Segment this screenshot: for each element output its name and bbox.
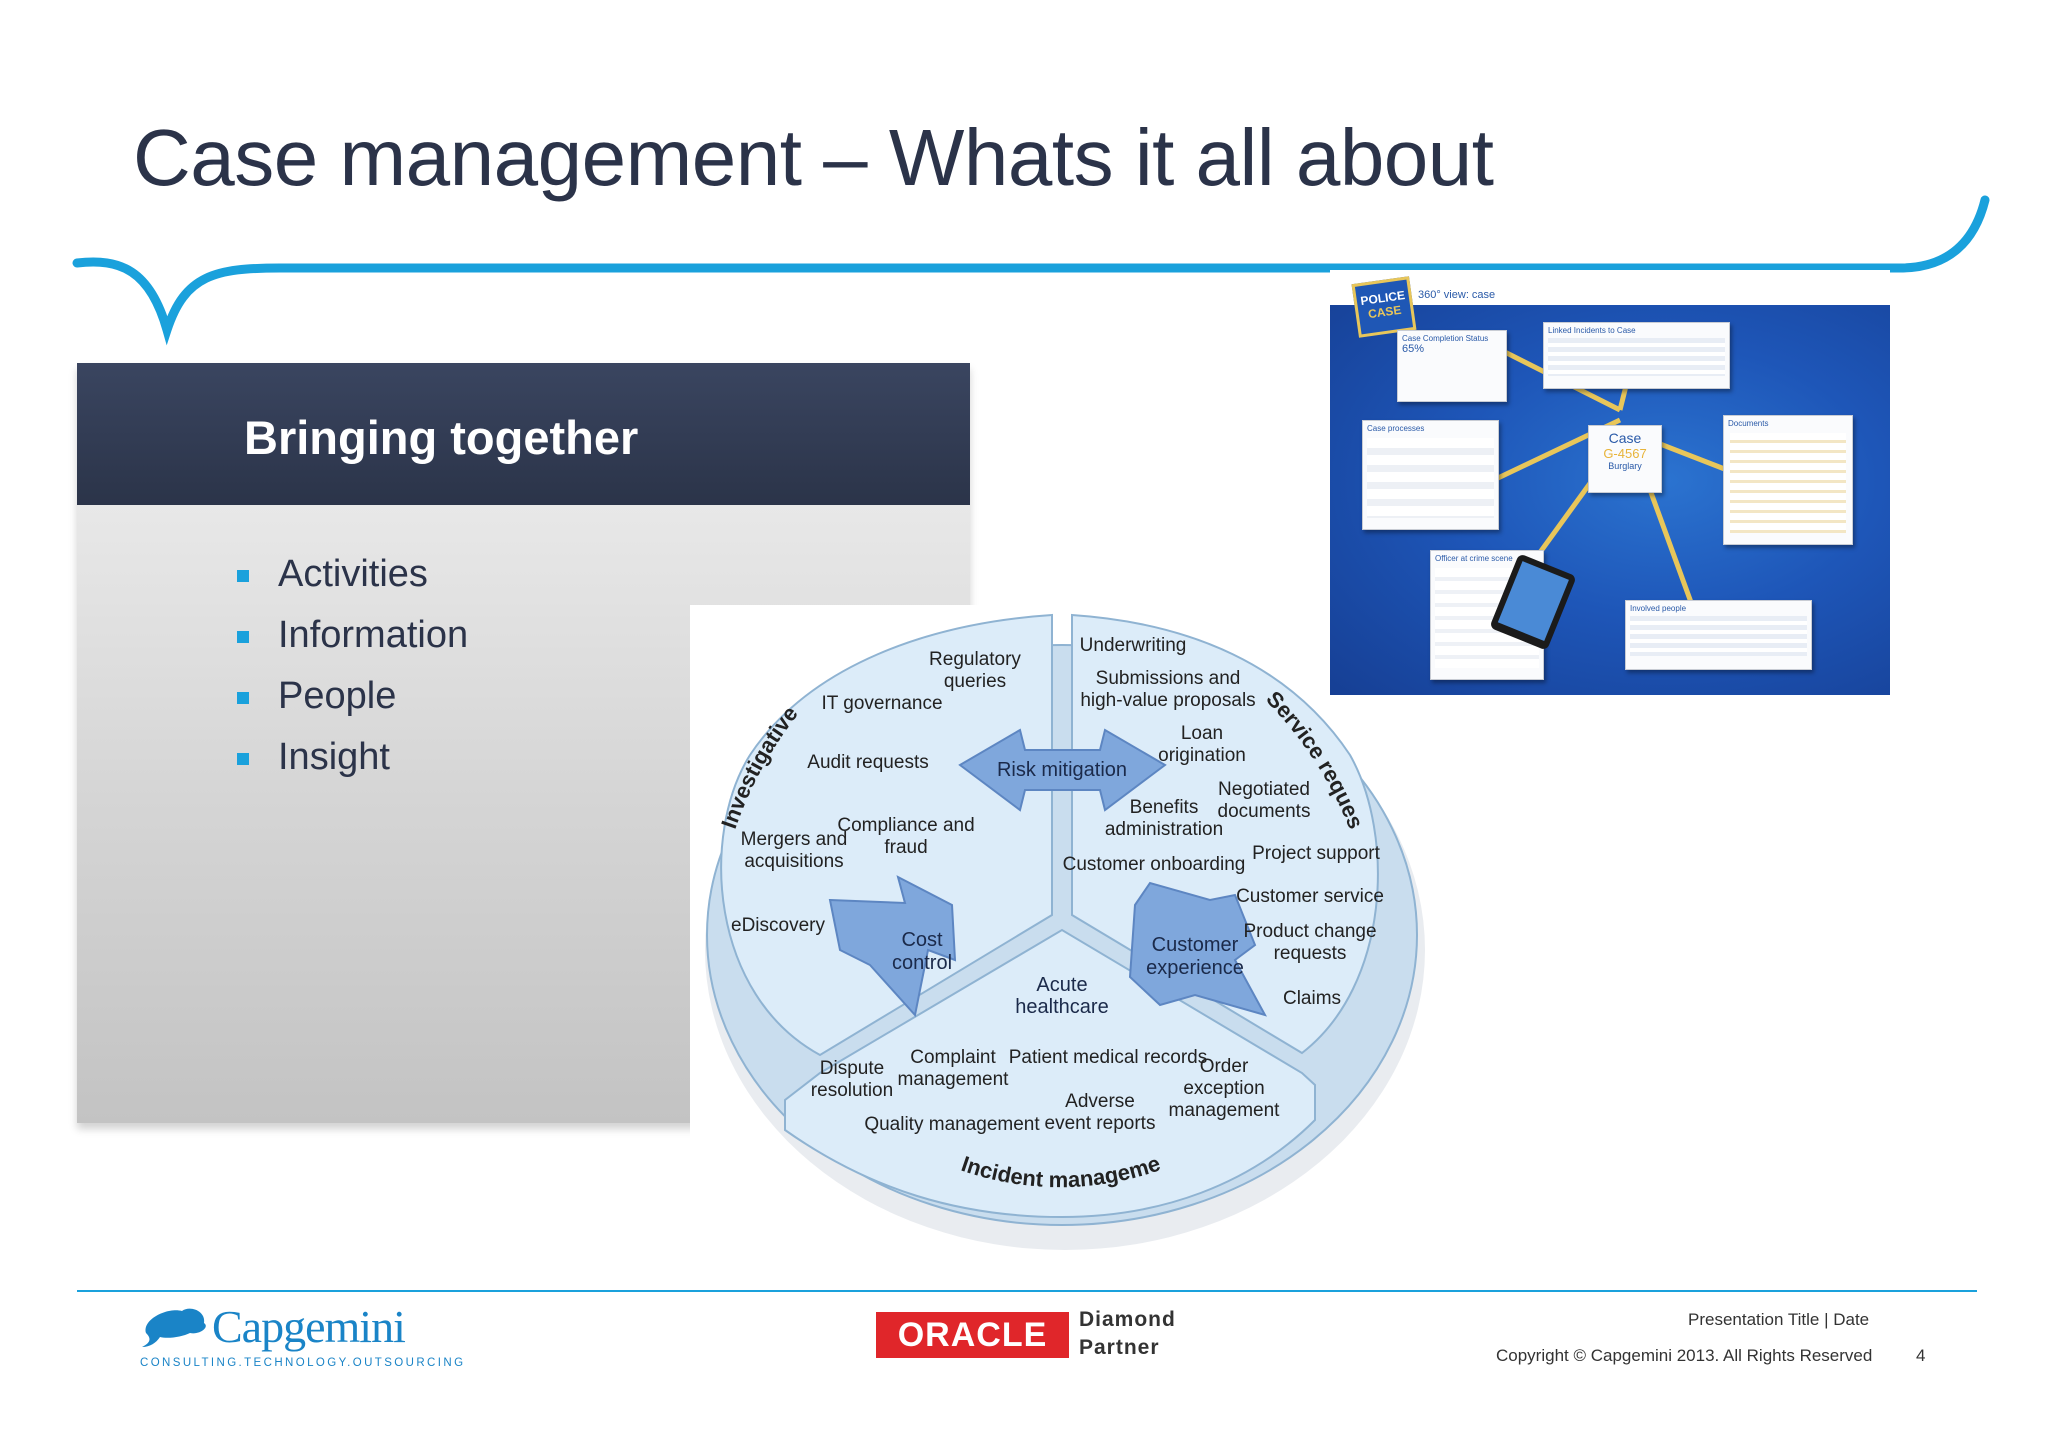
label-patient-medical-records: Patient medical records [1009, 1047, 1208, 1068]
oracle-partner-level: Diamond [1079, 1308, 1176, 1331]
bullet-marker [237, 753, 249, 765]
case-processes-list [1367, 438, 1494, 518]
label-ediscovery: eDiscovery [731, 915, 825, 936]
involved-people-table [1630, 616, 1807, 656]
label-administration: administration [1105, 819, 1223, 840]
bullet-activities: Activities [278, 553, 428, 595]
footer-divider [77, 1290, 1977, 1292]
view-title: 360° view: case [1418, 289, 1496, 301]
documents-tree [1730, 433, 1846, 533]
bullet-marker [237, 570, 249, 582]
label-customer-onboarding: Customer onboarding [1063, 854, 1246, 875]
label-loan: Loan [1181, 723, 1223, 744]
hub-label-experience: experience [1146, 957, 1244, 979]
hub-label-healthcare: healthcare [1015, 996, 1108, 1018]
hub-risk-mitigation [958, 728, 1167, 812]
label-order-management: management [1169, 1100, 1281, 1121]
oracle-partner-label: Partner [1079, 1336, 1160, 1359]
involved-people-title: Involved people [1630, 604, 1687, 613]
label-order: Order [1200, 1056, 1249, 1077]
capgemini-spade-icon [142, 1308, 206, 1347]
case-processes-card: Case processes [1362, 420, 1499, 530]
label-exception: exception [1183, 1078, 1264, 1099]
oracle-logo-box [876, 1312, 1069, 1358]
label-event-reports: event reports [1045, 1113, 1156, 1134]
bullet-information: Information [278, 614, 469, 656]
documents-title: Documents [1728, 419, 1769, 428]
label-adverse: Adverse [1065, 1091, 1135, 1112]
presentation-title-date: Presentation Title | Date [1688, 1310, 1870, 1329]
bullet-marker [237, 631, 249, 643]
bullet-marker [237, 692, 249, 704]
label-submissions: Submissions and [1096, 668, 1241, 689]
label-customer-service: Customer service [1236, 886, 1384, 907]
copyright-notice: Copyright © Capgemini 2013. All Rights R… [1496, 1346, 1873, 1365]
label-high-value-proposals: high-value proposals [1080, 690, 1255, 711]
case-id: G-4567 [1603, 446, 1647, 461]
label-queries: queries [944, 671, 1006, 692]
sector-investigative [720, 613, 1053, 1057]
hub-label-control: control [892, 952, 952, 974]
label-requests: requests [1274, 943, 1347, 964]
slide-title: Case management – Whats it all about [133, 113, 1494, 202]
police-case-logo: POLICE CASE [1351, 276, 1417, 338]
label-regulatory: Regulatory [929, 649, 1021, 670]
label-fraud: fraud [884, 837, 927, 858]
hub-label-customer: Customer [1152, 934, 1239, 956]
label-dispute: Dispute [820, 1058, 884, 1079]
completion-title: Case Completion Status [1402, 334, 1489, 343]
hub-cost-control [828, 875, 957, 1018]
case-management-wheel: Investigative Service requests Incident … [690, 605, 1425, 1250]
label-quality-management: Quality management [864, 1114, 1040, 1135]
label-claims: Claims [1283, 988, 1341, 1009]
officer-title: Officer at crime scene [1435, 554, 1513, 563]
case-processes-title: Case processes [1367, 424, 1425, 433]
panel-header [77, 363, 970, 505]
case-label: Case [1608, 430, 1642, 446]
label-benefits: Benefits [1130, 797, 1199, 818]
label-underwriting: Underwriting [1080, 635, 1187, 656]
label-documents: documents [1218, 801, 1311, 822]
label-project-support: Project support [1252, 843, 1381, 864]
header-wave-decoration [72, 195, 1990, 346]
linked-incidents-title: Linked Incidents to Case [1548, 326, 1636, 335]
oracle-logo-text: ORACLE [897, 1316, 1048, 1354]
label-audit-requests: Audit requests [807, 752, 928, 773]
hub-label-risk-mitigation: Risk mitigation [997, 759, 1127, 781]
panel-heading: Bringing together [244, 411, 639, 464]
capgemini-logo-text: Capgemini [212, 1301, 406, 1352]
case-type: Burglary [1608, 461, 1642, 471]
label-complaint: Complaint [910, 1047, 996, 1068]
bullet-people: People [278, 675, 397, 717]
documents-card: Documents [1723, 415, 1853, 545]
linked-incidents-card: Linked Incidents to Case [1543, 322, 1730, 389]
label-management: management [898, 1069, 1010, 1090]
involved-people-card: Involved people [1625, 600, 1812, 670]
label-it-governance: IT governance [821, 693, 942, 714]
completion-card: Case Completion Status 65% [1397, 330, 1507, 402]
hub-customer-experience [1128, 881, 1268, 1017]
label-product-change: Product change [1243, 921, 1376, 942]
label-compliance: Compliance and [837, 815, 974, 836]
label-negotiated: Negotiated [1218, 779, 1310, 800]
capgemini-tagline: CONSULTING.TECHNOLOGY.OUTSOURCING [140, 1357, 466, 1369]
page-number: 4 [1916, 1346, 1926, 1365]
label-origination: origination [1158, 745, 1246, 766]
label-mergers: Mergers and [741, 829, 848, 850]
sector-incident-management [784, 928, 1316, 1219]
label-acquisitions: acquisitions [744, 851, 843, 872]
completion-value: 65% [1402, 343, 1425, 355]
hub-label-acute: Acute [1036, 974, 1087, 996]
hub-label-cost: Cost [901, 929, 943, 951]
bullet-insight: Insight [278, 736, 390, 778]
linked-incidents-table [1548, 338, 1725, 376]
label-resolution: resolution [811, 1080, 893, 1101]
case-center-card: Case G-4567 Burglary [1588, 425, 1662, 493]
